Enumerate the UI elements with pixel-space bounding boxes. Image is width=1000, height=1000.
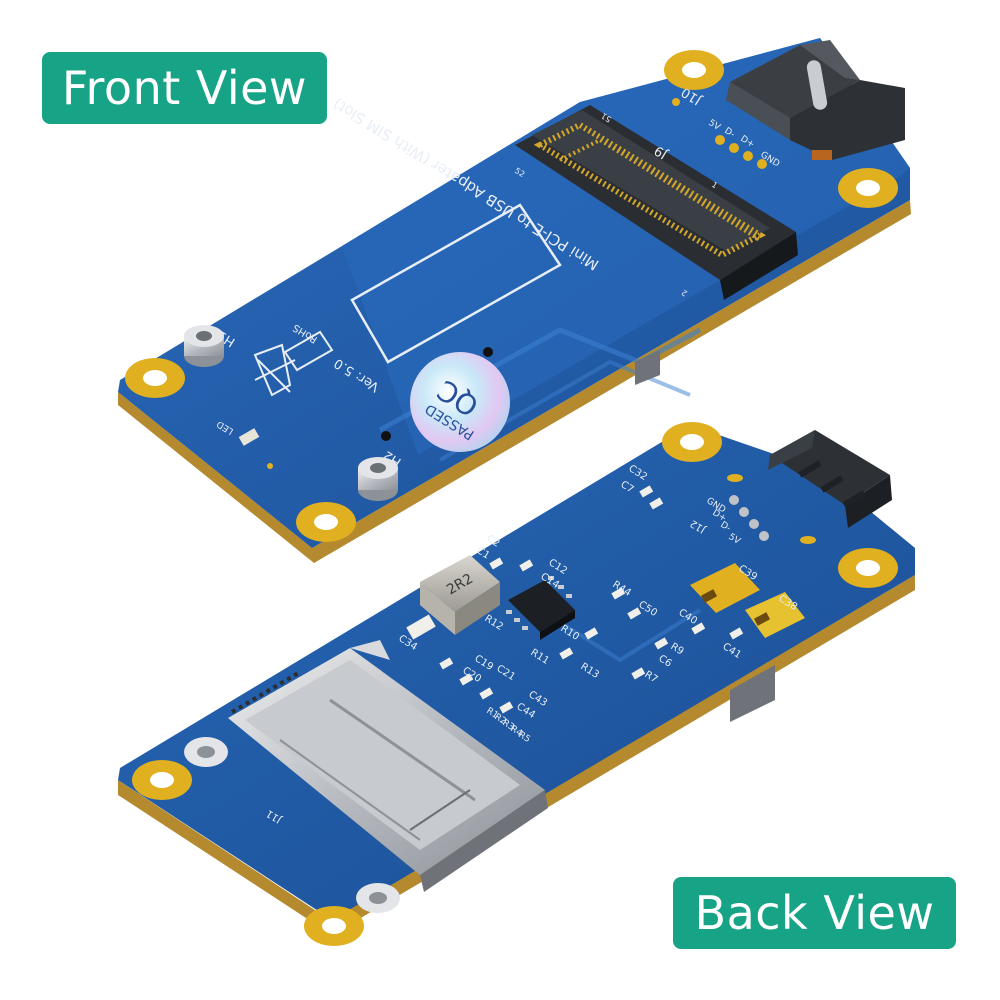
- sim-card-holder: [228, 640, 548, 892]
- inductor-2r2: 2R2: [420, 555, 500, 635]
- standoff-h1: [184, 325, 224, 367]
- back-board: J11 2R2: [118, 350, 915, 946]
- front-board: 5V D- D+ GND J10 J9 52 51 2 1 Mini PCI-E…: [118, 38, 911, 563]
- front-view-label: Front View: [42, 52, 327, 124]
- svg-text:D-: D-: [718, 520, 732, 534]
- back-view-label: Back View: [673, 877, 956, 949]
- smd-components: [406, 485, 744, 714]
- qc-passed-sticker: QC PASSED: [410, 352, 510, 452]
- j10-pin-dminus: D-: [722, 126, 736, 140]
- j12-connector: [727, 430, 892, 544]
- back-mounting-holes: [132, 422, 898, 946]
- ic-chip: [506, 576, 575, 640]
- weee-icon: [253, 343, 296, 397]
- mini-pcie-slot: [515, 105, 798, 300]
- pin-2: 2: [680, 288, 689, 298]
- standoff-h2: [358, 457, 398, 501]
- pin-1: 1: [710, 180, 719, 190]
- tantalum-caps: [690, 563, 805, 638]
- front-mounting-holes: [125, 50, 898, 542]
- back-standoff-holes: [184, 737, 400, 913]
- back-pcb: [118, 425, 915, 920]
- j10-connector: [726, 40, 905, 160]
